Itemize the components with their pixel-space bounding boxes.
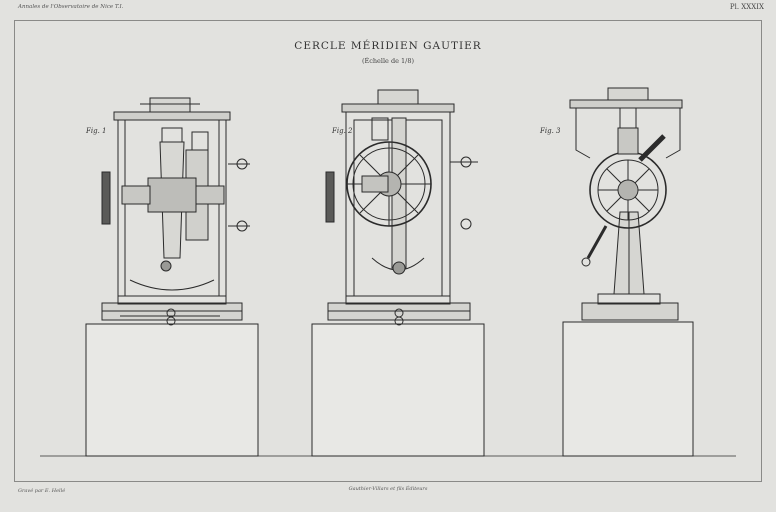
journal-header: Annales de l'Observatoire de Nice T.I. — [18, 4, 124, 10]
engraver-credit: Gravé par E. Hellé — [18, 488, 66, 494]
figure-2-label: Fig. 2 — [332, 127, 353, 135]
plate-number: Pl. XXXIX — [729, 3, 764, 11]
plate-title: CERCLE MÉRIDIEN GAUTIER — [294, 40, 482, 52]
publisher-credit: Gauthier-Villars et fils Éditeurs — [348, 486, 428, 492]
figure-1-drawing — [85, 97, 259, 457]
pier-1 — [85, 323, 259, 457]
pier-3 — [562, 321, 694, 457]
figure-3-label: Fig. 3 — [540, 127, 561, 135]
figure-3-drawing — [562, 87, 694, 457]
pier-2 — [311, 323, 485, 457]
figure-1-label: Fig. 1 — [86, 127, 107, 135]
figure-2-drawing — [311, 89, 485, 457]
scale-note: (Échelle de 1/8) — [361, 57, 415, 65]
plate-frame — [14, 20, 762, 482]
